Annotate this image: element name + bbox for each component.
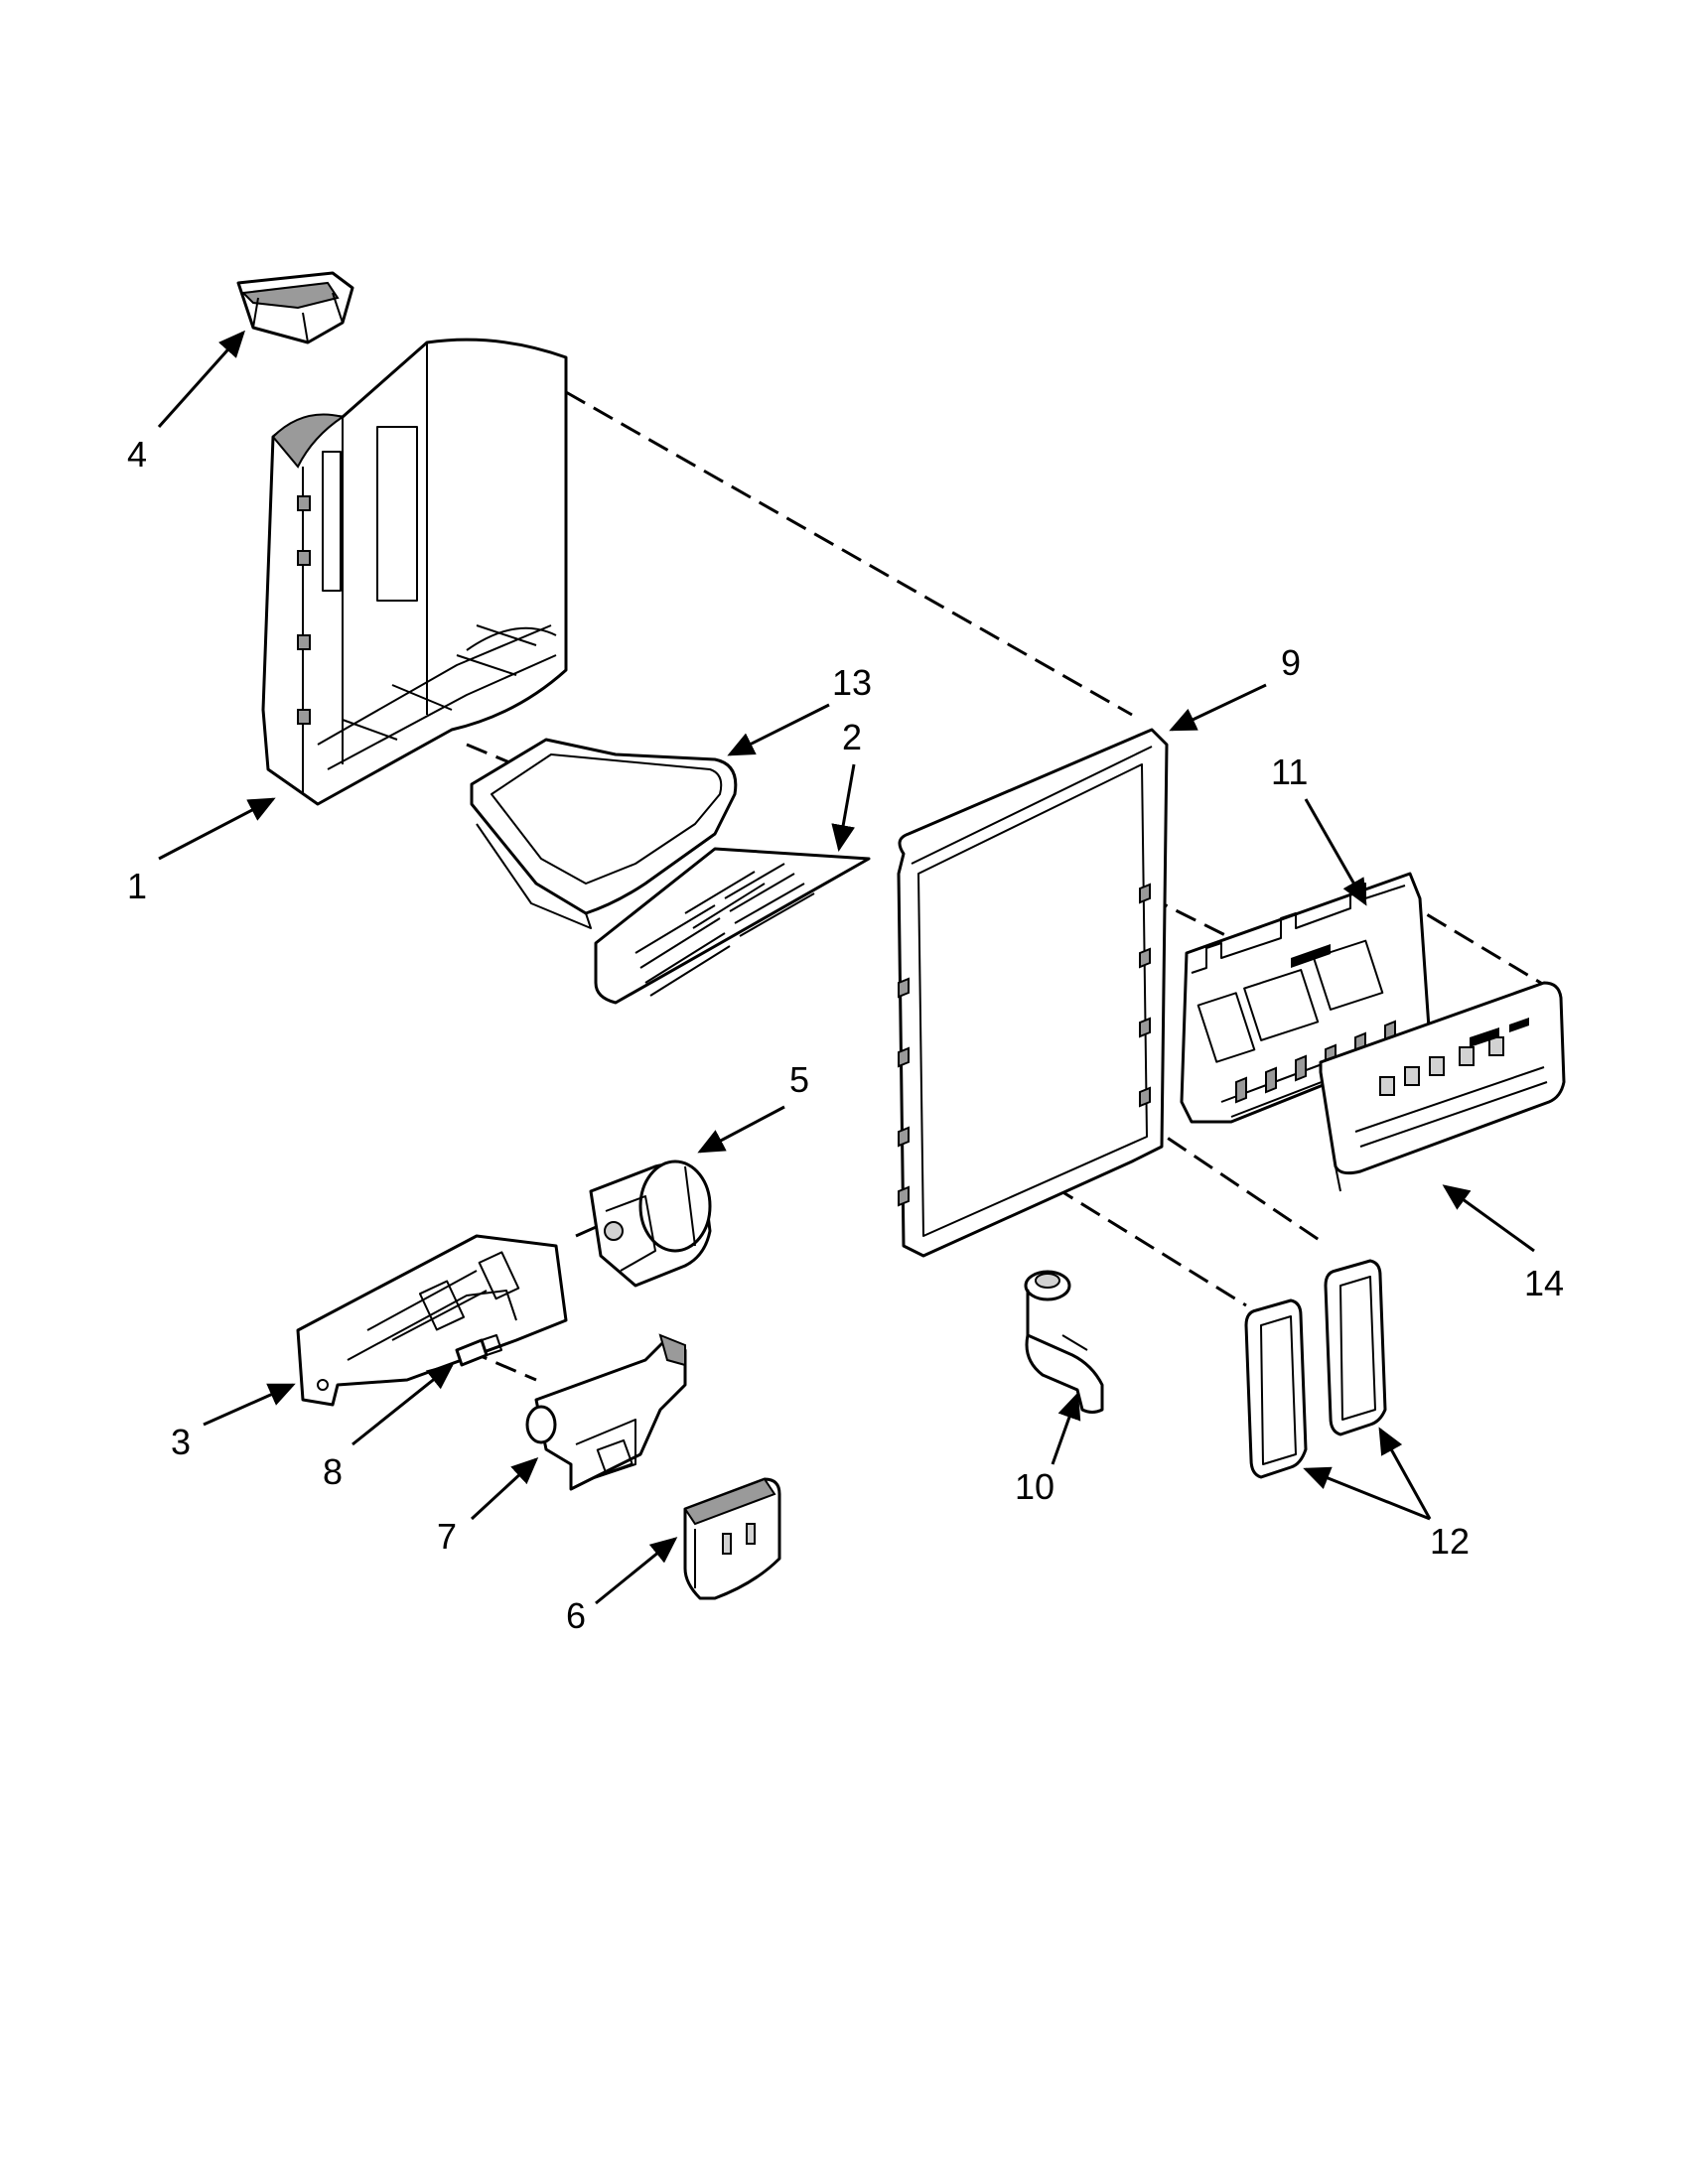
part-6-dispenser-paddle <box>683 1477 781 1600</box>
callout-11: 11 <box>1271 751 1308 792</box>
part-8-screw <box>455 1334 502 1367</box>
callout-14: 14 <box>1524 1263 1564 1303</box>
callout-labels: 4 1 13 2 9 11 14 5 3 8 7 6 10 12 <box>127 434 1564 1636</box>
callout-12: 12 <box>1430 1521 1470 1562</box>
callout-5: 5 <box>789 1059 809 1100</box>
part-7-solenoid <box>525 1333 687 1491</box>
callout-8: 8 <box>323 1451 343 1492</box>
part-1-ice-bin-housing <box>261 338 568 806</box>
callout-3: 3 <box>171 1422 191 1462</box>
leader-arrows <box>157 330 1535 1605</box>
part-12-door-pads <box>1244 1259 1387 1479</box>
callout-10: 10 <box>1015 1466 1055 1507</box>
part-4-ice-cup <box>236 271 354 344</box>
callout-4: 4 <box>127 434 147 475</box>
callout-7: 7 <box>437 1516 457 1557</box>
part-5-auger-motor <box>589 1160 712 1288</box>
part-2-drip-grille <box>594 847 871 1005</box>
part-9-gasket-frame <box>897 728 1169 1258</box>
callout-9: 9 <box>1281 642 1301 683</box>
part-10-water-fitting <box>1024 1270 1104 1414</box>
callout-1: 1 <box>127 866 147 906</box>
part-14-control-panel <box>1319 981 1566 1192</box>
part-13-drip-tray <box>470 738 738 929</box>
callout-2: 2 <box>842 717 862 757</box>
callout-13: 13 <box>832 662 872 703</box>
callout-6: 6 <box>566 1595 586 1636</box>
